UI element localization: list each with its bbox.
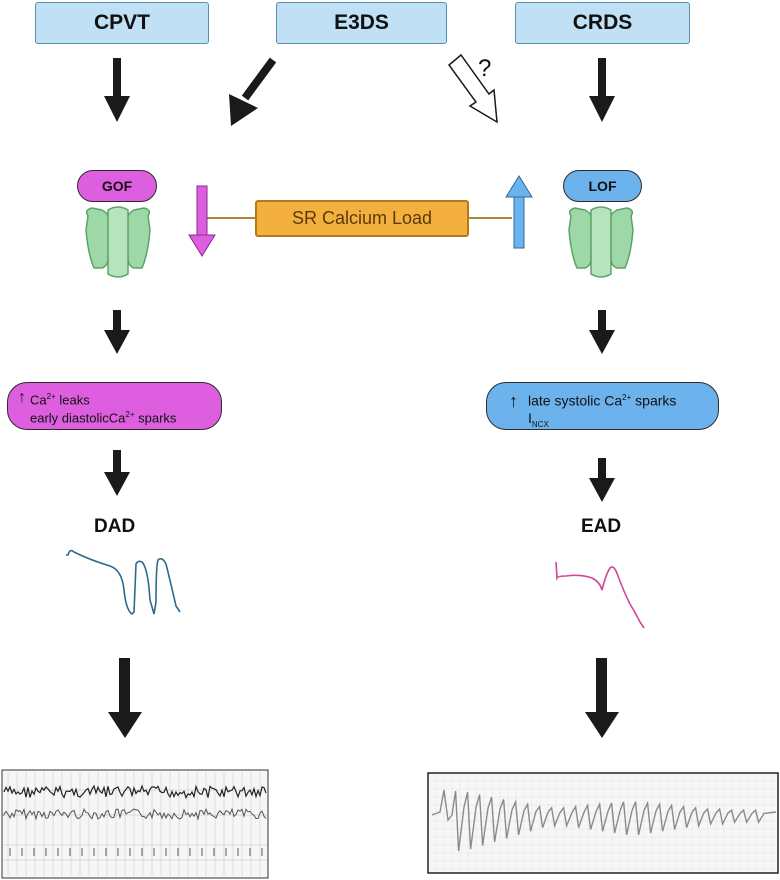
i-ncx-text: I [528, 410, 532, 426]
e3ds-box: E3DS [276, 2, 447, 44]
left-mechanism-line1: Ca2+ leaks [30, 389, 90, 408]
increase-arrow-icon-right: ↑ [509, 391, 518, 411]
sr-load-increase-arrow-icon [505, 175, 533, 249]
ead-action-potential-trace [555, 561, 645, 629]
arrow-e3ds-to-gof [229, 57, 277, 126]
sr-load-decrease-arrow-icon [188, 185, 216, 257]
arrow-left-to-mechanism [104, 310, 130, 354]
arrow-right-to-ead [589, 458, 615, 502]
arrow-cpvt-down [104, 58, 130, 122]
cpvt-box: CPVT [35, 2, 209, 44]
arrow-e3ds-to-lof-hollow [447, 53, 498, 124]
leaks-text: leaks [55, 392, 90, 408]
cpvt-label: CPVT [93, 11, 150, 34]
lof-label: LOF [588, 178, 617, 194]
crds-label: CRDS [572, 11, 633, 34]
ecg-strip-left [1, 769, 269, 879]
sparks-text: sparks [134, 410, 177, 426]
ryanodine-receptor-icon-left [85, 206, 151, 278]
ca-charge-2: 2+ [125, 410, 135, 419]
left-mechanism-box: ↑ Ca2+ leaks early diastolicCa2+ sparks [7, 382, 222, 430]
increase-arrow-icon: ↑ [18, 389, 26, 406]
arrow-left-to-dad [104, 450, 130, 496]
ca-charge: 2+ [46, 392, 56, 401]
gof-label: GOF [101, 178, 133, 194]
lof-pill: LOF [563, 170, 642, 202]
ca-charge-right: 2+ [622, 393, 632, 402]
arrow-crds-down [589, 58, 615, 122]
dad-label: DAD [94, 516, 136, 537]
arrow-ead-to-ecg [585, 658, 619, 738]
sparks-text-right: sparks [631, 392, 677, 409]
arrow-right-to-mechanism [589, 310, 615, 354]
left-mechanism-line2: early diastolicCa2+ sparks [30, 407, 176, 426]
right-mechanism-line2: INCX [528, 410, 549, 433]
gof-pill: GOF [77, 170, 157, 202]
uncertain-link-question-mark: ? [478, 55, 492, 82]
e3ds-label: E3DS [334, 11, 389, 34]
arrow-dad-to-ecg [108, 658, 142, 738]
ncx-subscript: NCX [531, 419, 549, 429]
crds-box: CRDS [515, 2, 690, 44]
sr-calcium-load-label: SR Calcium Load [291, 208, 433, 228]
ead-label: EAD [581, 516, 622, 537]
right-mechanism-box: ↑ late systolic Ca2+ sparks INCX [486, 382, 719, 430]
sr-calcium-load-box: SR Calcium Load [255, 200, 469, 237]
dad-action-potential-trace [66, 549, 181, 616]
right-mechanism-line1: late systolic Ca2+ sparks [528, 390, 676, 409]
early-diastolic-text: early diastolicCa [30, 410, 126, 426]
ryanodine-receptor-icon-right [568, 206, 634, 278]
late-systolic-text: late systolic Ca [528, 392, 623, 409]
ca-text: Ca [30, 392, 47, 408]
ecg-strip-right [427, 772, 779, 874]
